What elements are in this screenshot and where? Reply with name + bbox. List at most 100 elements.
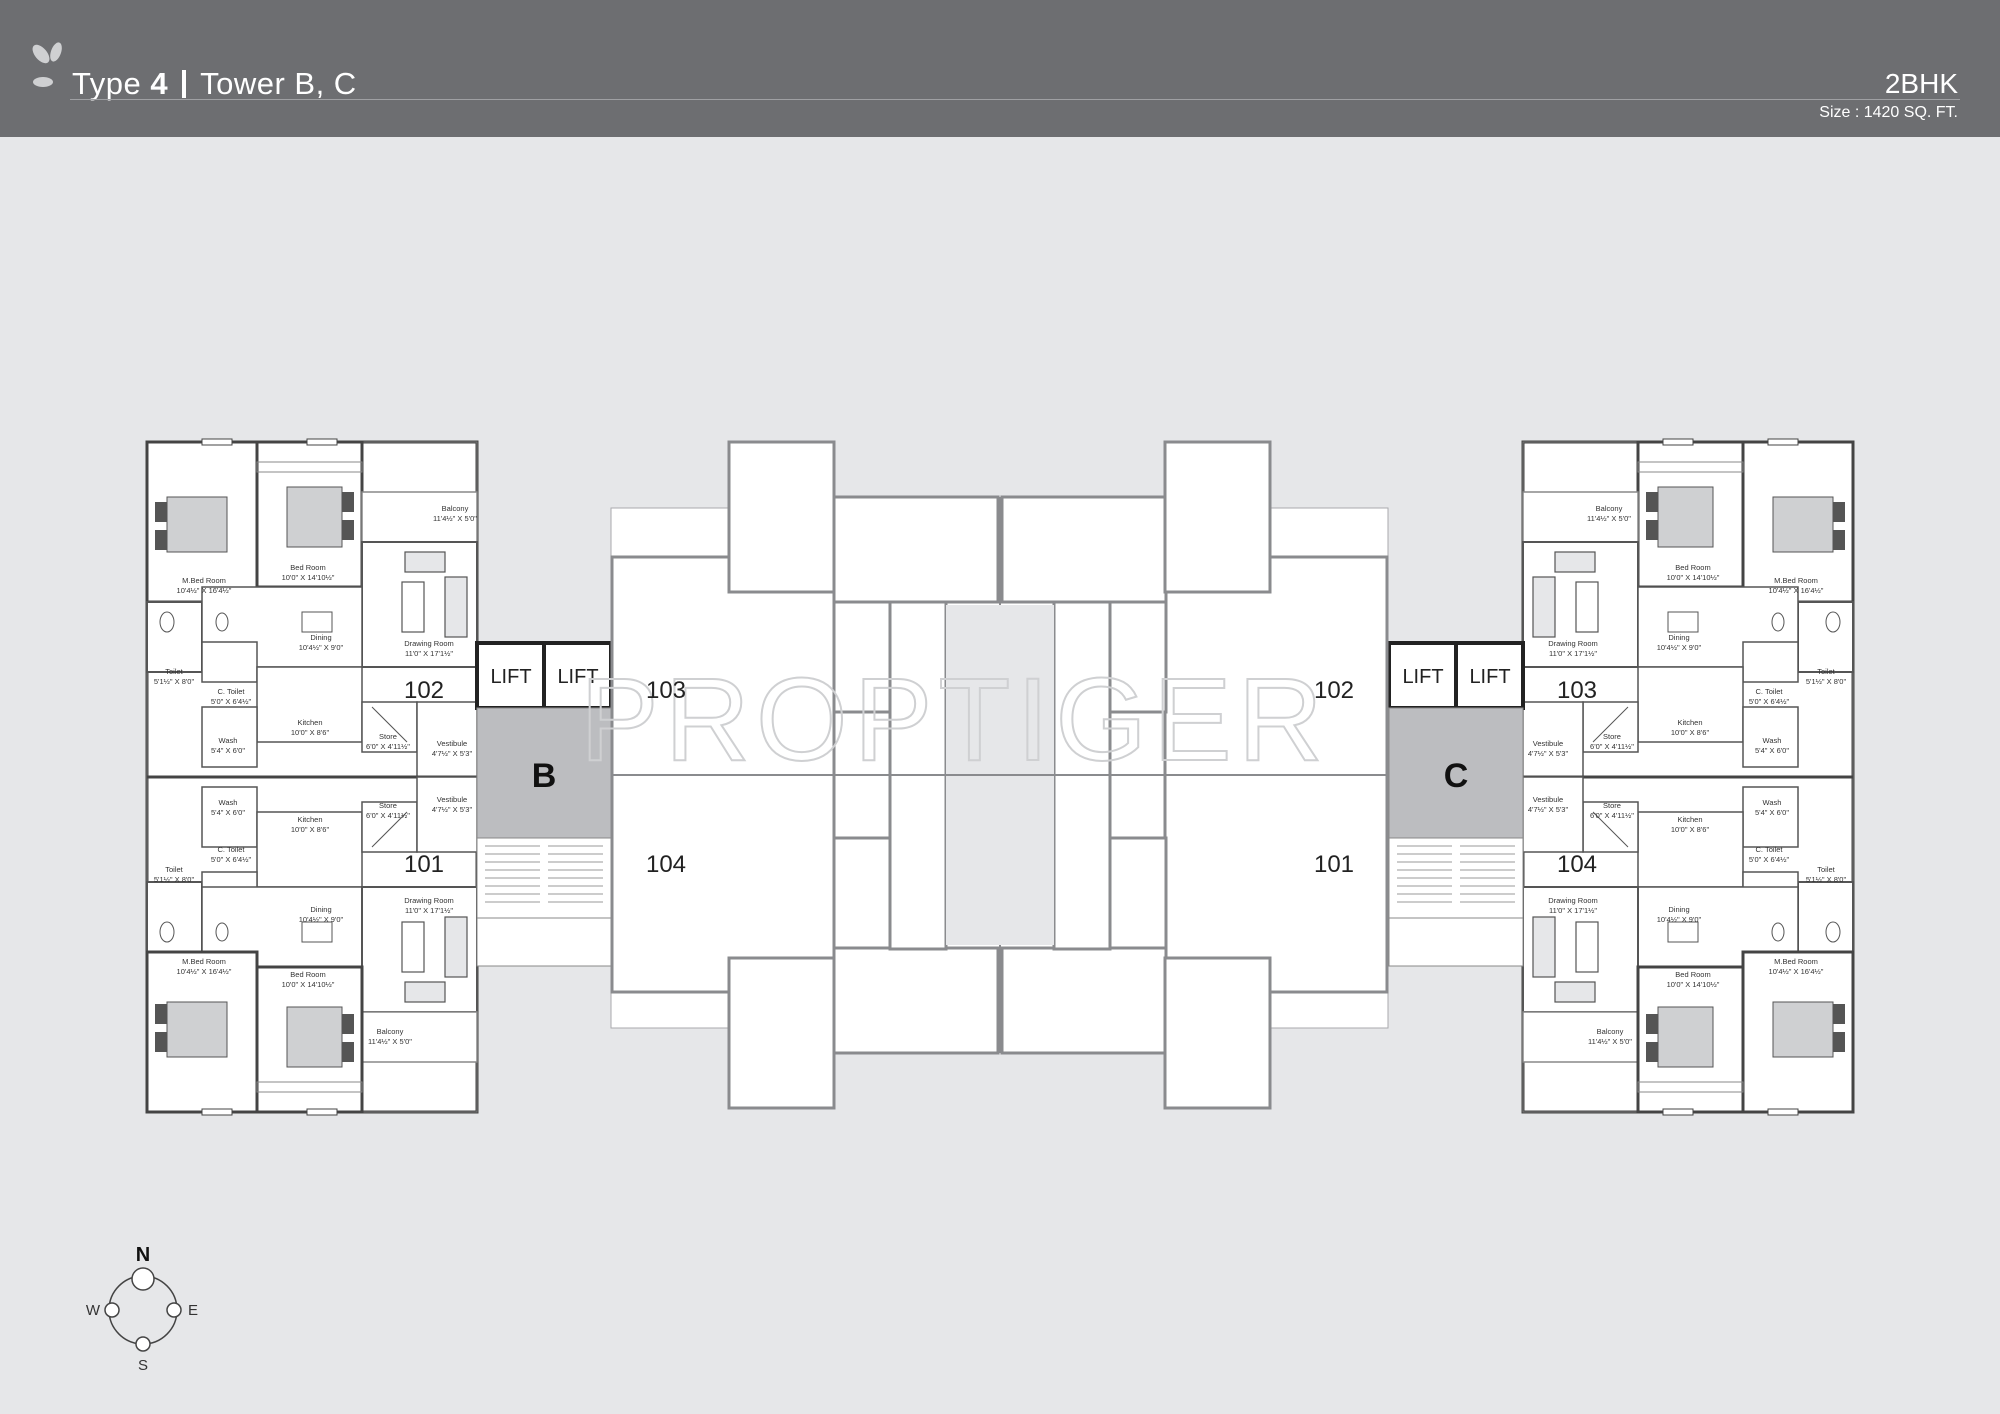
unit-number: 103 bbox=[1557, 677, 1597, 704]
svg-text:5'4" X 6'0": 5'4" X 6'0" bbox=[211, 808, 245, 817]
svg-text:11'0" X 17'1½": 11'0" X 17'1½" bbox=[1549, 649, 1597, 658]
lift-label: LIFT bbox=[557, 666, 598, 688]
svg-text:4'7½" X 5'3": 4'7½" X 5'3" bbox=[432, 805, 473, 814]
size-label: Size : 1420 SQ. FT. bbox=[1819, 104, 1958, 121]
svg-text:Drawing Room: Drawing Room bbox=[1548, 896, 1598, 905]
lobby-b bbox=[476, 707, 612, 839]
svg-text:10'0" X 14'10½": 10'0" X 14'10½" bbox=[282, 573, 335, 582]
svg-text:5'4" X 6'0": 5'4" X 6'0" bbox=[1755, 746, 1789, 755]
compass-south: S bbox=[138, 1357, 148, 1374]
svg-text:5'1½" X 8'0": 5'1½" X 8'0" bbox=[154, 875, 195, 884]
svg-text:Kitchen: Kitchen bbox=[297, 815, 322, 824]
compass-north: N bbox=[136, 1244, 150, 1266]
tower-c-label: C bbox=[1444, 757, 1469, 795]
svg-text:11'4½" X 5'0": 11'4½" X 5'0" bbox=[368, 1037, 412, 1046]
svg-text:10'0" X 8'6": 10'0" X 8'6" bbox=[1671, 728, 1710, 737]
unit-number: 102 bbox=[404, 677, 444, 704]
svg-text:Dining: Dining bbox=[1668, 905, 1689, 914]
svg-text:11'4½" X 5'0": 11'4½" X 5'0" bbox=[1588, 1037, 1632, 1046]
svg-text:11'0" X 17'1½": 11'0" X 17'1½" bbox=[1549, 906, 1597, 915]
unit-number: 102 bbox=[1314, 677, 1354, 704]
unit-number: 101 bbox=[1314, 851, 1354, 878]
svg-text:Wash: Wash bbox=[219, 798, 238, 807]
svg-text:11'4½" X 5'0": 11'4½" X 5'0" bbox=[1587, 514, 1631, 523]
lift-label: LIFT bbox=[490, 666, 531, 688]
svg-text:Balcony: Balcony bbox=[1597, 1027, 1624, 1036]
svg-text:Toilet: Toilet bbox=[165, 667, 183, 676]
svg-text:10'4½" X 16'4½": 10'4½" X 16'4½" bbox=[177, 586, 232, 595]
svg-text:10'4½" X 9'0": 10'4½" X 9'0" bbox=[1657, 915, 1702, 924]
tower-names: Tower B, C bbox=[200, 66, 357, 101]
wing-c-east bbox=[1521, 437, 1855, 1117]
svg-text:Dining: Dining bbox=[1668, 633, 1689, 642]
type-word: Type bbox=[72, 66, 142, 101]
svg-text:5'0" X 6'4½": 5'0" X 6'4½" bbox=[211, 855, 252, 864]
compass-icon: N S E W bbox=[86, 1244, 198, 1374]
svg-text:Toilet: Toilet bbox=[165, 865, 183, 874]
title-separator bbox=[182, 70, 187, 98]
watermark: PROPTIGER bbox=[580, 654, 1329, 786]
svg-text:6'0" X 4'11½": 6'0" X 4'11½" bbox=[1590, 742, 1634, 751]
svg-text:M.Bed Room: M.Bed Room bbox=[1774, 576, 1818, 585]
svg-text:Store: Store bbox=[1603, 801, 1621, 810]
svg-text:10'4½" X 9'0": 10'4½" X 9'0" bbox=[1657, 643, 1702, 652]
svg-text:M.Bed Room: M.Bed Room bbox=[182, 957, 226, 966]
svg-text:Vestibule: Vestibule bbox=[1533, 739, 1563, 748]
header-rule bbox=[70, 99, 1960, 100]
svg-text:Drawing Room: Drawing Room bbox=[404, 639, 454, 648]
svg-text:11'0" X 17'1½": 11'0" X 17'1½" bbox=[405, 649, 453, 658]
svg-text:Bed Room: Bed Room bbox=[1675, 970, 1710, 979]
svg-text:5'1½" X 8'0": 5'1½" X 8'0" bbox=[154, 677, 195, 686]
svg-text:10'0" X 8'6": 10'0" X 8'6" bbox=[291, 825, 330, 834]
svg-text:Bed Room: Bed Room bbox=[290, 970, 325, 979]
header-bar: Type 4 Tower B, C 2BHK Size : 1420 SQ. FT… bbox=[0, 0, 2000, 137]
svg-text:11'4½" X 5'0": 11'4½" X 5'0" bbox=[433, 514, 477, 523]
svg-text:Wash: Wash bbox=[219, 736, 238, 745]
svg-text:11'0" X 17'1½": 11'0" X 17'1½" bbox=[405, 906, 453, 915]
svg-text:4'7½" X 5'3": 4'7½" X 5'3" bbox=[1528, 749, 1569, 758]
staircase-c bbox=[1388, 837, 1524, 967]
svg-text:Wash: Wash bbox=[1763, 736, 1782, 745]
svg-text:5'0" X 6'4½": 5'0" X 6'4½" bbox=[211, 697, 252, 706]
svg-text:10'0" X 8'6": 10'0" X 8'6" bbox=[1671, 825, 1710, 834]
svg-text:Vestibule: Vestibule bbox=[437, 739, 467, 748]
svg-text:M.Bed Room: M.Bed Room bbox=[182, 576, 226, 585]
config-label: 2BHK bbox=[1884, 68, 1958, 99]
logo-leaves-icon bbox=[32, 42, 62, 87]
svg-text:Bed Room: Bed Room bbox=[1675, 563, 1710, 572]
svg-text:Store: Store bbox=[379, 801, 397, 810]
svg-text:6'0" X 4'11½": 6'0" X 4'11½" bbox=[366, 742, 410, 751]
svg-text:C. Toilet: C. Toilet bbox=[218, 687, 246, 696]
svg-text:Bed Room: Bed Room bbox=[290, 563, 325, 572]
svg-text:10'4½" X 16'4½": 10'4½" X 16'4½" bbox=[1769, 586, 1824, 595]
svg-text:Vestibule: Vestibule bbox=[437, 795, 467, 804]
svg-text:C. Toilet: C. Toilet bbox=[1756, 687, 1784, 696]
svg-text:Vestibule: Vestibule bbox=[1533, 795, 1563, 804]
svg-text:10'0" X 8'6": 10'0" X 8'6" bbox=[291, 728, 330, 737]
svg-text:5'1½" X 8'0": 5'1½" X 8'0" bbox=[1806, 677, 1847, 686]
svg-text:10'4½" X 9'0": 10'4½" X 9'0" bbox=[299, 915, 344, 924]
svg-text:10'0" X 14'10½": 10'0" X 14'10½" bbox=[282, 980, 335, 989]
page-title: Type 4 Tower B, C bbox=[72, 66, 357, 102]
svg-text:Drawing Room: Drawing Room bbox=[404, 896, 454, 905]
svg-text:Toilet: Toilet bbox=[1817, 667, 1835, 676]
svg-text:M.Bed Room: M.Bed Room bbox=[1774, 957, 1818, 966]
svg-text:Balcony: Balcony bbox=[1596, 504, 1623, 513]
svg-text:Kitchen: Kitchen bbox=[1677, 815, 1702, 824]
svg-text:10'0" X 14'10½": 10'0" X 14'10½" bbox=[1667, 573, 1720, 582]
lobby-c bbox=[1388, 707, 1524, 839]
svg-text:Kitchen: Kitchen bbox=[297, 718, 322, 727]
svg-text:10'0" X 14'10½": 10'0" X 14'10½" bbox=[1667, 980, 1720, 989]
svg-text:C. Toilet: C. Toilet bbox=[218, 845, 246, 854]
svg-text:10'4½" X 16'4½": 10'4½" X 16'4½" bbox=[177, 967, 232, 976]
svg-text:Drawing Room: Drawing Room bbox=[1548, 639, 1598, 648]
svg-text:Wash: Wash bbox=[1763, 798, 1782, 807]
type-number: 4 bbox=[150, 66, 169, 101]
svg-text:5'4" X 6'0": 5'4" X 6'0" bbox=[1755, 808, 1789, 817]
unit-number: 103 bbox=[646, 677, 686, 704]
unit-number: 104 bbox=[1557, 851, 1597, 878]
wing-b-west bbox=[145, 437, 479, 1117]
